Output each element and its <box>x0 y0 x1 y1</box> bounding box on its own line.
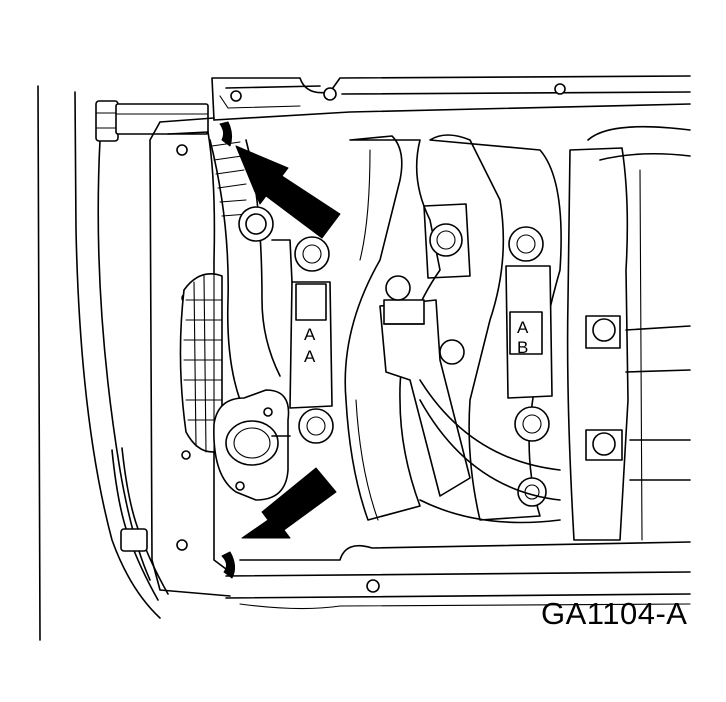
seal-flange-plate <box>213 389 290 501</box>
bearing-cap-3 <box>566 125 691 541</box>
crankshaft-lower-arc <box>419 379 561 524</box>
upper-arrow <box>219 121 341 239</box>
bearing-cap-ab: A B <box>505 226 553 507</box>
lower-arrow <box>221 467 337 579</box>
pan-rail-left <box>149 117 231 597</box>
figure-id: GA1104-A <box>541 596 688 631</box>
cap-label-aa-bottom: A <box>304 347 316 366</box>
cap-label-ab-top: A <box>517 318 529 337</box>
bearing-cap-aa: A A <box>271 236 334 444</box>
connecting-rod-1 <box>379 275 471 497</box>
front-bolt-upper <box>238 206 274 242</box>
cap-label-ab-bottom: B <box>517 338 528 357</box>
pan-rail-bottom <box>225 541 691 610</box>
block-outer-edges <box>37 85 161 641</box>
dipstick-tube <box>111 447 169 601</box>
top-flange <box>211 75 691 121</box>
cap-label-aa-top: A <box>304 325 316 344</box>
crankshaft-front-pulley <box>179 273 223 455</box>
